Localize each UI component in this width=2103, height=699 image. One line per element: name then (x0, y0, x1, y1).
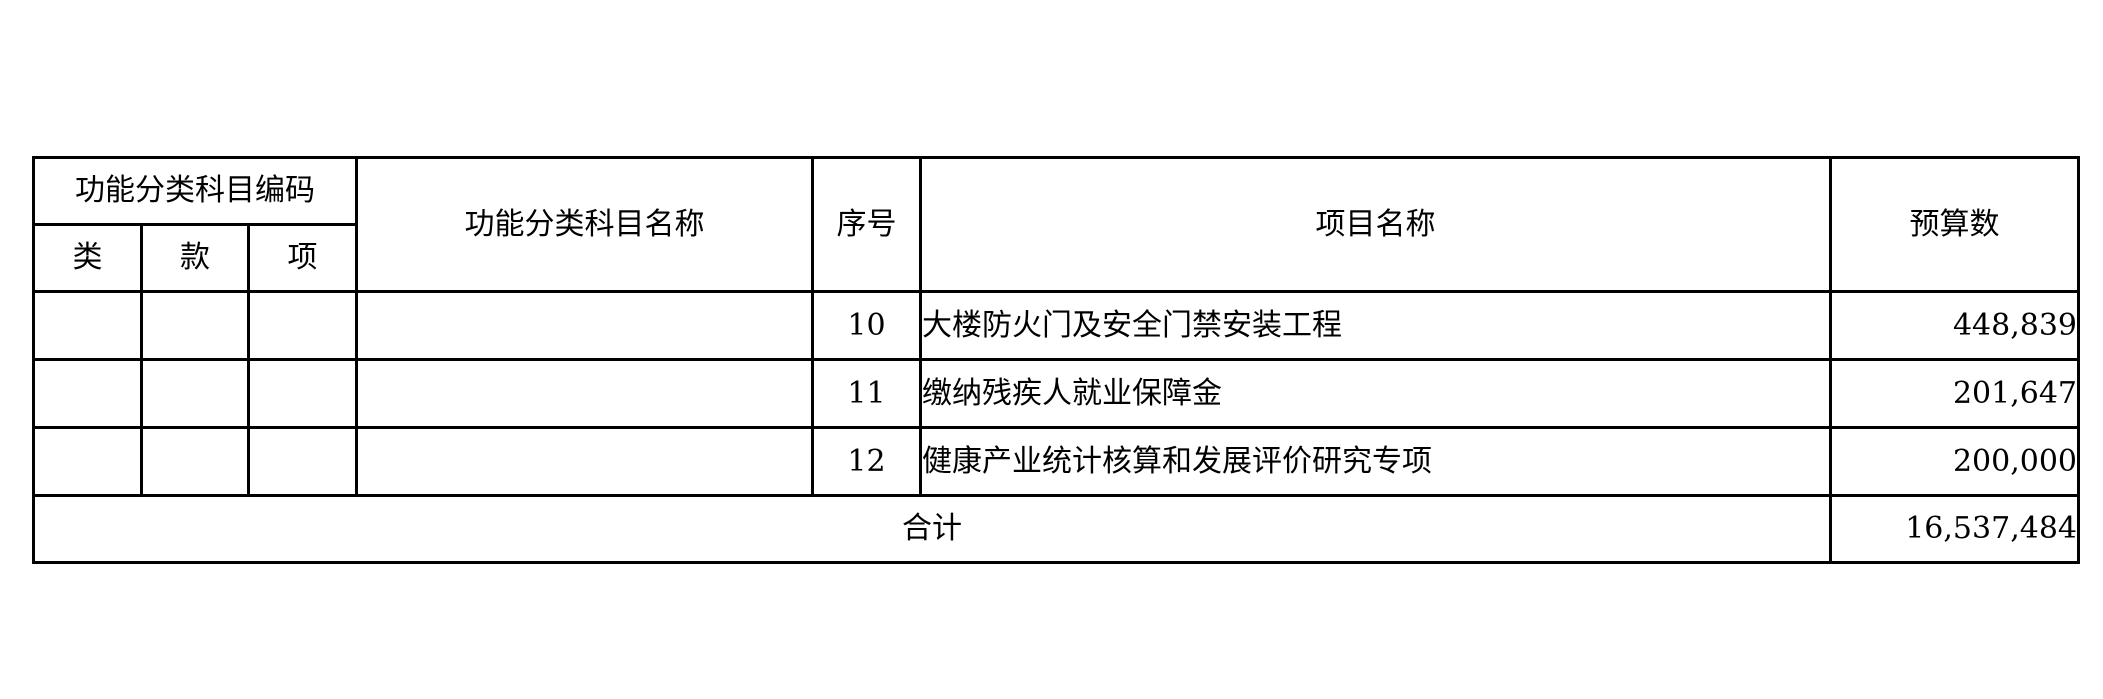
cell-lei (32, 426, 143, 497)
header-row-2: 类 款 项 (32, 223, 2079, 293)
cell-subject-name (355, 426, 814, 497)
total-row: 合计 16,537,484 (32, 494, 2080, 564)
header-lei: 类 (32, 223, 143, 293)
header-seq: 序号 (811, 156, 922, 293)
cell-project-name: 大楼防火门及安全门禁安装工程 (919, 290, 1832, 361)
table-row: 10 大楼防火门及安全门禁安装工程 448,839 (32, 290, 2080, 361)
cell-seq: 12 (811, 426, 922, 497)
cell-xiang (247, 290, 358, 361)
cell-subject-name (355, 290, 814, 361)
cell-subject-name (355, 358, 814, 429)
table-row: 12 健康产业统计核算和发展评价研究专项 200,000 (32, 426, 2080, 497)
cell-budget: 200,000 (1829, 426, 2080, 497)
cell-lei (32, 358, 143, 429)
cell-kuan (140, 290, 250, 361)
cell-budget: 201,647 (1829, 358, 2080, 429)
header-subject-name: 功能分类科目名称 (355, 156, 814, 293)
cell-budget: 448,839 (1829, 290, 2080, 361)
budget-table: 功能分类科目编码 功能分类科目名称 序号 项目名称 预算数 类 款 项 10 大… (32, 156, 2080, 564)
cell-project-name: 健康产业统计核算和发展评价研究专项 (919, 426, 1832, 497)
cell-seq: 10 (811, 290, 922, 361)
total-budget: 16,537,484 (1829, 494, 2080, 564)
cell-seq: 11 (811, 358, 922, 429)
header-kuan: 款 (140, 223, 250, 293)
header-code-group: 功能分类科目编码 (32, 156, 358, 226)
header-project-name: 项目名称 (919, 156, 1832, 293)
cell-xiang (247, 358, 358, 429)
table-row: 11 缴纳残疾人就业保障金 201,647 (32, 358, 2080, 429)
header-budget: 预算数 (1829, 156, 2080, 293)
total-label: 合计 (32, 494, 1832, 564)
cell-lei (32, 290, 143, 361)
cell-kuan (140, 426, 250, 497)
header-row-1: 功能分类科目编码 功能分类科目名称 序号 项目名称 预算数 (32, 156, 2080, 293)
cell-xiang (247, 426, 358, 497)
cell-project-name: 缴纳残疾人就业保障金 (919, 358, 1832, 429)
cell-kuan (140, 358, 250, 429)
header-xiang: 项 (247, 223, 358, 293)
